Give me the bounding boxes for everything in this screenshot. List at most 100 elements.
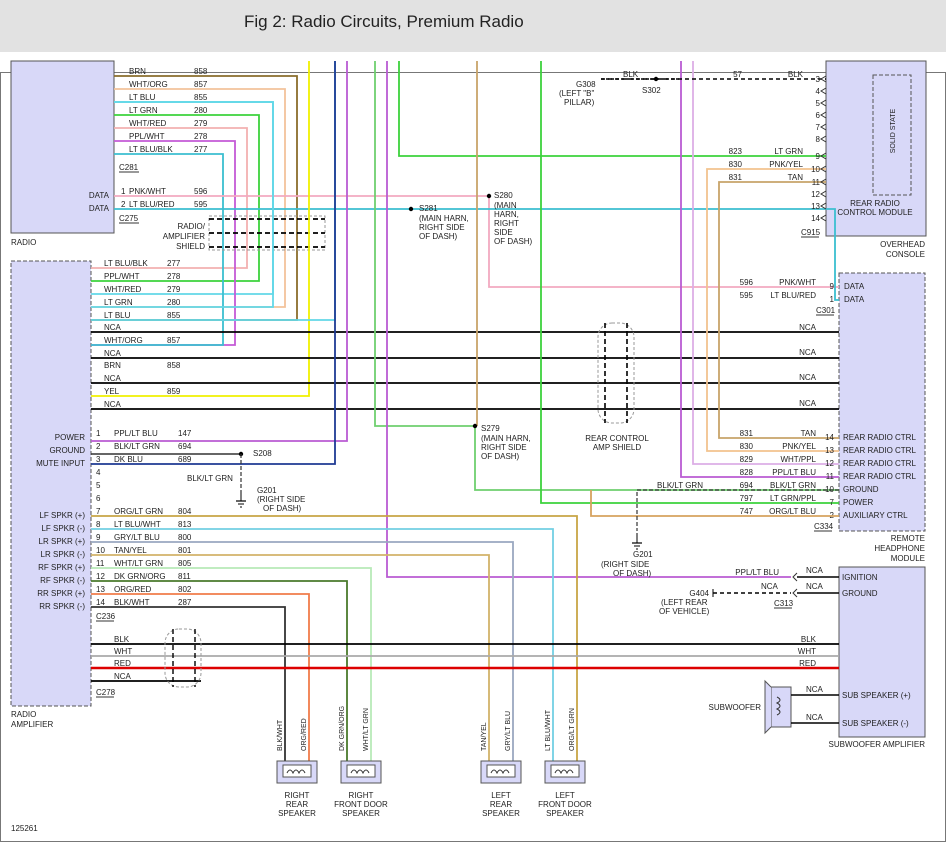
g404-l1: (LEFT REAR [661,598,708,607]
wire-279 [91,127,248,269]
speaker-icon [346,764,376,778]
radio-label: RADIO [11,238,36,247]
subamp-wire-label: WHT [798,647,816,656]
rrcm-pin-circuit: 830 [729,160,743,169]
speaker-label-2: REAR [286,800,308,809]
amp-top-color: LT BLU/BLK [104,259,148,268]
speaker-label-1: LEFT [555,791,575,800]
amp-top-color: NCA [104,323,122,332]
amp-top-color: NCA [104,349,122,358]
amp-pin-circuit: 813 [178,520,192,529]
rrcm-pin-mark [820,202,827,210]
radio-box [10,60,115,234]
amp-pin-num: 6 [96,494,101,503]
radio-pin-circuit: 855 [194,93,208,102]
rhm-ctrl-color: BLK/LT GRN [770,481,816,490]
connector-c915: C915 [801,228,821,237]
radio-pin-circuit: 277 [194,145,208,154]
rrcm-pin-mark [820,152,827,160]
speaker-label-2: FRONT DOOR [538,800,592,809]
ppl-lt-blu-label: PPL/LT BLU [735,568,779,577]
s281-l2: RIGHT SIDE [419,223,465,232]
radio-pin-circuit: 278 [194,132,208,141]
connector-c275: C275 [119,214,139,223]
wire-694-b [636,489,839,531]
sub-speaker-nca: NCA [806,685,824,694]
amp-top-circuit: 280 [167,298,181,307]
wire-689 [91,61,336,465]
subamp-pin-mark [792,588,798,598]
rhm-data-circuit: 596 [740,278,754,287]
rrcm-pin-mark [820,135,827,143]
sub-speaker-nca: NCA [806,713,824,722]
radio-data-func: DATA [89,191,110,200]
rhm-data-func: DATA [844,282,865,291]
rhm-ctrl-circuit: 747 [740,507,754,516]
amp-pin-circuit: 287 [178,598,192,607]
amp-top-color: LT GRN [104,298,133,307]
speaker-label-3: SPEAKER [278,809,316,818]
subamp-pin-mark [792,572,798,582]
rrcm-pin-mark [820,111,827,119]
speaker-label-3: SPEAKER [342,809,380,818]
rhm-ctrl-circuit: 831 [740,429,754,438]
solid-state-label: SOLID STATE [890,108,897,153]
g308-l1: (LEFT "B" [559,89,594,98]
wire-797 [374,61,839,491]
amp-pin-num: 7 [96,507,101,516]
amp-bottom-label: WHT [114,647,132,656]
radio-amplifier-box [10,260,92,707]
figure-title: Fig 2: Radio Circuits, Premium Radio [244,12,524,31]
connector-c236: C236 [96,612,116,621]
amp-pin-func: RR SPKR (+) [37,589,85,598]
amp-pin-circuit: 694 [178,442,192,451]
radio-amplifier-label-1: RADIO [11,710,36,719]
rrcm-pin-num: 11 [812,178,821,187]
radio-pin-color: WHT/RED [129,119,167,128]
subamp-wire-label: RED [799,659,816,668]
rrcm-pin-circuit: 831 [729,173,743,182]
rear-shield-l2: AMP SHIELD [593,443,642,452]
rrcm-pin-color: PNK/YEL [769,160,803,169]
amp-pin-circuit: 804 [178,507,192,516]
speaker-wire-label: TAN/YEL [481,722,488,751]
speaker-label-3: SPEAKER [482,809,520,818]
amp-pin-num: 13 [96,585,105,594]
s302-name: S302 [642,86,661,95]
amp-pin-circuit: 805 [178,559,192,568]
subwoofer-amplifier-label: SUBWOOFER AMPLIFIER [829,740,926,749]
s281-l1: (MAIN HARN, [419,214,469,223]
rhm-ctrl-func: GROUND [843,485,879,494]
s280-l3: RIGHT [494,219,519,228]
amp-top-color: PPL/WHT [104,272,140,281]
g404-nca-label: NCA [761,582,779,591]
connector-c334: C334 [814,522,834,531]
rhm-nca-2: NCA [799,373,817,382]
s279-l3: OF DASH) [481,452,520,461]
rhm-ctrl-circuit: 828 [740,468,754,477]
amp-pin-num: 12 [96,572,105,581]
s280-l4: SIDE [494,228,513,237]
amp-pin-func: MUTE INPUT [36,459,85,468]
rhm-data-color: PNK/WHT [779,278,816,287]
splice-s280 [486,193,492,199]
subwoofer-label: SUBWOOFER [709,703,762,712]
amp-pin-color: ORG/RED [114,585,152,594]
amp-pin-color: GRY/LT BLU [114,533,160,542]
s280-l5: OF DASH) [494,237,533,246]
amp-bottom-label: BLK [114,635,130,644]
amp-top-color: NCA [104,400,122,409]
speaker-label-2: REAR [490,800,512,809]
amp-pin-num: 1 [96,429,101,438]
rrcm-pin-num: 3 [816,75,821,84]
subamp-wire-label: BLK [801,635,817,644]
rhm-ctrl-color: WHT/PPL [780,455,816,464]
subwoofer-amplifier-box [838,566,926,738]
speaker-wire-label: GRY/LT BLU [505,711,512,751]
subwoofer-body [770,686,792,728]
amp-top-circuit: 857 [167,336,181,345]
rrcm-pin-num: 9 [816,152,821,161]
rhm-ctrl-pin: 13 [825,446,834,455]
wire-855-b [91,101,274,308]
